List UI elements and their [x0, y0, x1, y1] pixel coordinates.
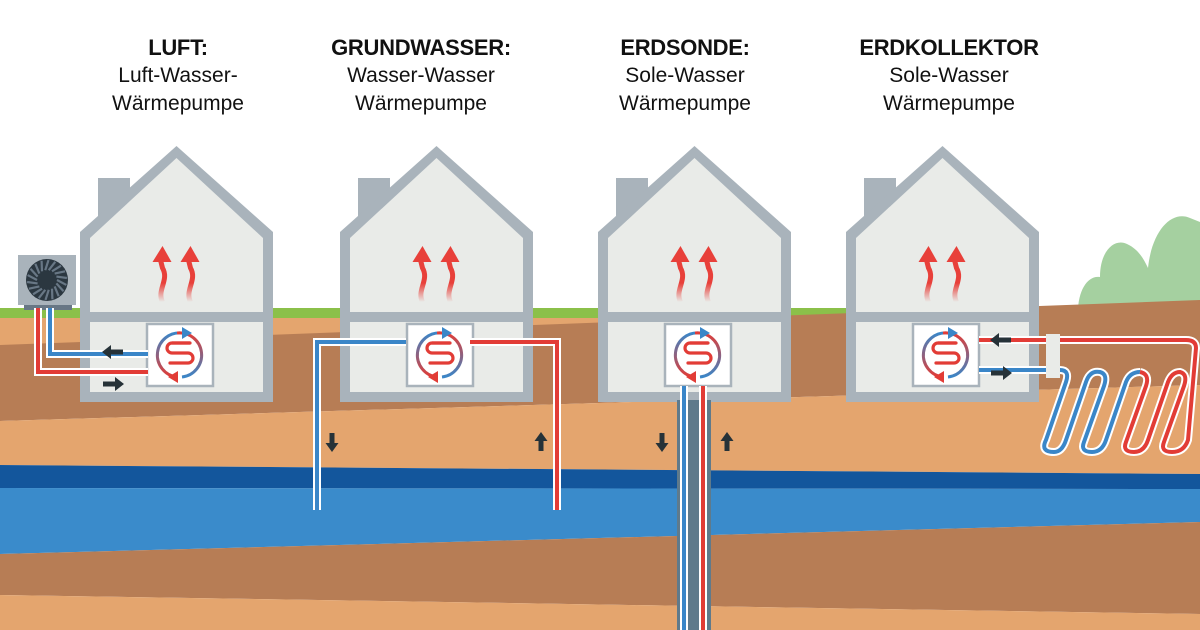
- aquifer-top: [0, 465, 1200, 489]
- house-erdkollektor: [846, 146, 1039, 402]
- house-upper-room: [608, 158, 781, 312]
- heat-pump-cycle-icon: [911, 322, 981, 388]
- caption-title: ERDKOLLEKTOR: [859, 35, 1039, 60]
- system-grundwasser: [313, 338, 561, 510]
- caption-title: LUFT:: [148, 35, 208, 60]
- soil-mid-layer: [0, 385, 1200, 474]
- caption-subtitle-line1: Sole-Wasser: [625, 64, 745, 87]
- caption-subtitle-line2: Wärmepumpe: [355, 92, 487, 115]
- heat-pump-cycle-icon: [145, 322, 215, 388]
- caption-title: GRUNDWASSER:: [331, 35, 511, 60]
- house-grundwasser: [340, 146, 533, 402]
- house-erdsonde: [598, 146, 791, 402]
- house-upper-room: [350, 158, 523, 312]
- heat-pump-cycle-icon: [405, 322, 475, 388]
- aquifer: [0, 488, 1200, 554]
- caption-subtitle-line2: Wärmepumpe: [619, 92, 751, 115]
- caption-subtitle-line1: Wasser-Wasser: [347, 64, 495, 87]
- house-upper-room: [856, 158, 1029, 312]
- caption-subtitle-line2: Wärmepumpe: [883, 92, 1015, 115]
- caption-luft: LUFT: Luft-Wasser- Wärmepumpe: [48, 34, 308, 118]
- fan-icon: [26, 259, 68, 301]
- heat-pump-cycle-icon: [663, 322, 733, 388]
- system-erdsonde: [677, 386, 711, 630]
- caption-title: ERDSONDE:: [620, 35, 750, 60]
- caption-subtitle-line1: Sole-Wasser: [889, 64, 1009, 87]
- soil-deep-layer: [0, 522, 1200, 614]
- house-luft: [80, 146, 273, 402]
- caption-subtitle-line1: Luft-Wasser-: [118, 64, 238, 87]
- caption-grundwasser: GRUNDWASSER: Wasser-Wasser Wärmepumpe: [291, 34, 551, 118]
- soil-bottom-layer: [0, 595, 1200, 630]
- collector-manifold: [1046, 334, 1060, 378]
- caption-erdkollektor: ERDKOLLEKTOR Sole-Wasser Wärmepumpe: [819, 34, 1079, 118]
- system-erdkollektor: [979, 334, 1200, 456]
- bush-icon: [1078, 216, 1200, 312]
- house-upper-room: [90, 158, 263, 312]
- caption-subtitle-line2: Wärmepumpe: [112, 92, 244, 115]
- caption-erdsonde: ERDSONDE: Sole-Wasser Wärmepumpe: [555, 34, 815, 118]
- outdoor-fan-unit: [18, 255, 76, 310]
